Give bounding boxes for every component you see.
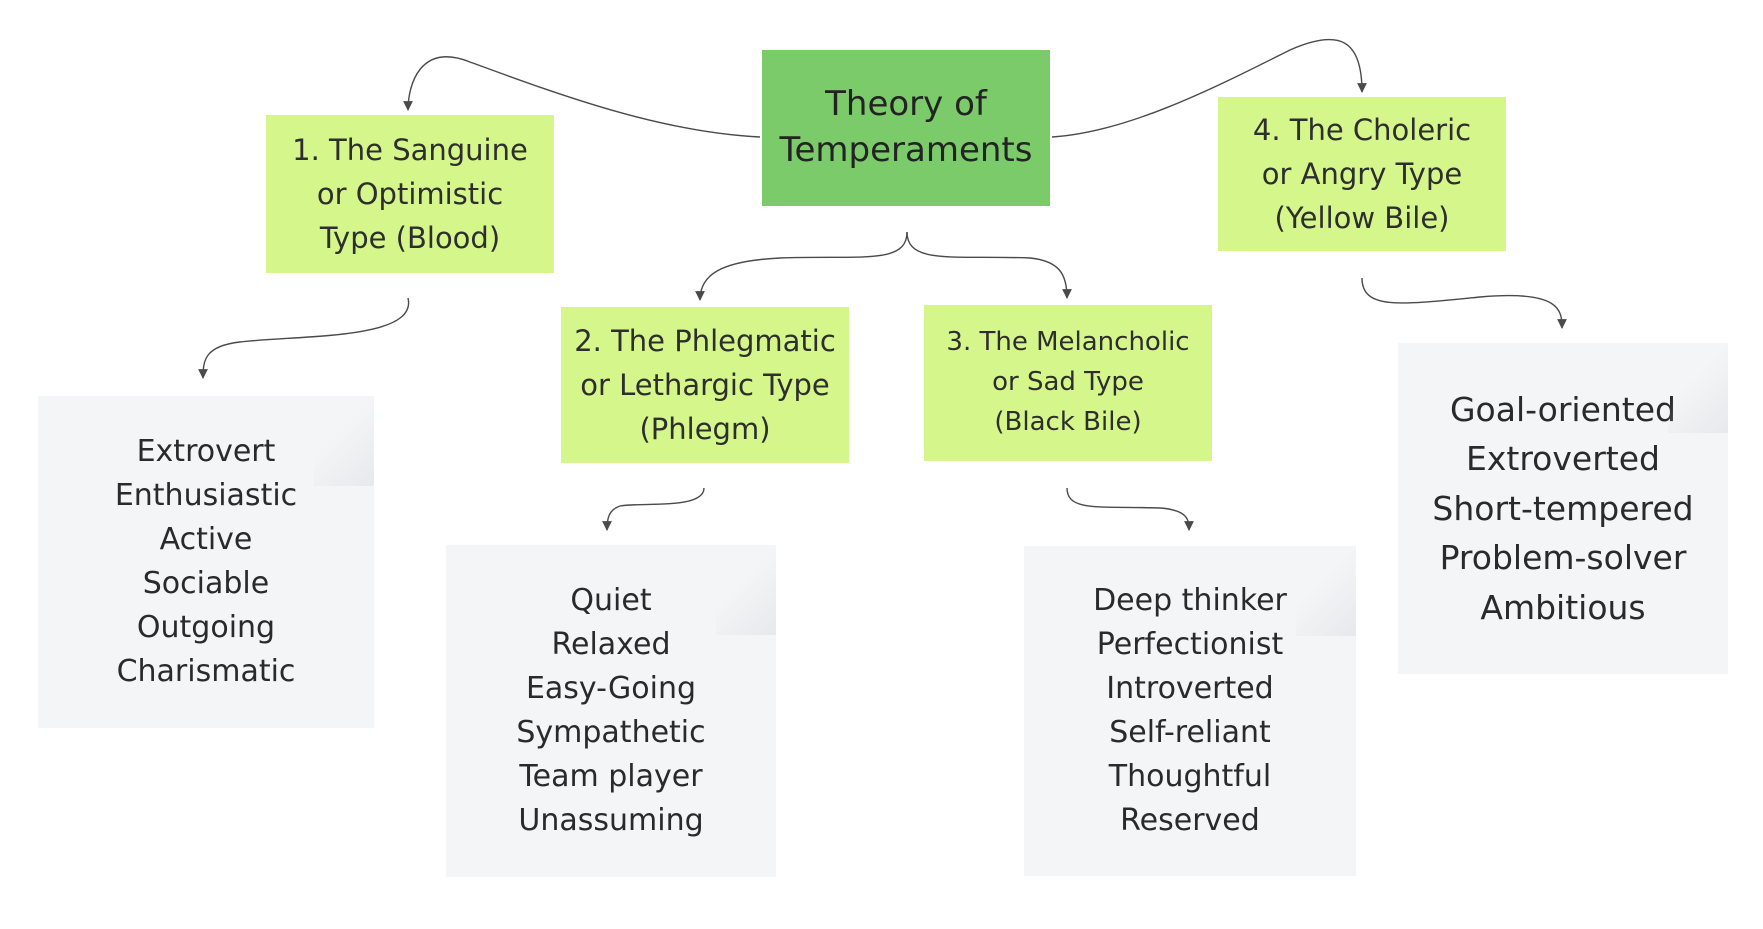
connector-center-to-melancholic	[906, 231, 1072, 299]
trait-item: Quiet	[570, 582, 652, 618]
trait-item: Thoughtful	[1108, 759, 1272, 795]
trait-item: Short-tempered	[1432, 488, 1694, 528]
page-curl-decoration	[716, 545, 776, 635]
connector-center-to-phlegmatic	[695, 231, 908, 301]
trait-item: Relaxed	[551, 626, 671, 662]
type-note-melancholic[interactable]: 3. The Melancholic or Sad Type (Black Bi…	[924, 305, 1212, 461]
connector-center-to-choleric	[1051, 38, 1367, 138]
trait-item: Deep thinker	[1093, 582, 1287, 618]
type-note-line: 4. The Choleric	[1252, 112, 1472, 147]
trait-item: Goal-oriented	[1449, 389, 1676, 429]
trait-item: Ambitious	[1480, 587, 1646, 627]
connector-sanguine-to-traits	[198, 297, 410, 379]
trait-item: Introverted	[1106, 670, 1274, 706]
traits-note-melancholic[interactable]: Deep thinker Perfectionist Introverted S…	[1024, 546, 1356, 876]
trait-item: Perfectionist	[1096, 626, 1284, 662]
trait-item: Outgoing	[136, 610, 276, 646]
trait-item: Active	[159, 521, 253, 557]
trait-item: Problem-solver	[1439, 538, 1687, 578]
traits-note-phlegmatic[interactable]: Quiet Relaxed Easy-Going Sympathetic Tea…	[446, 545, 776, 877]
trait-item: Reserved	[1120, 803, 1260, 839]
center-note-theory-of-temperaments[interactable]: Theory of Temperaments	[762, 50, 1050, 206]
page-curl-decoration	[1668, 343, 1728, 433]
type-note-line: 1. The Sanguine	[292, 132, 528, 167]
type-note-line: or Sad Type	[992, 367, 1144, 398]
trait-item: Enthusiastic	[114, 477, 298, 513]
trait-item: Extroverted	[1466, 439, 1660, 479]
trait-item: Charismatic	[116, 654, 296, 690]
connector-choleric-to-traits	[1361, 277, 1567, 329]
page-curl-decoration	[314, 396, 374, 486]
type-note-line: 3. The Melancholic	[946, 327, 1190, 358]
trait-item: Self-reliant	[1109, 715, 1271, 750]
connector-melancholic-to-traits	[1066, 487, 1194, 531]
type-note-line: or Angry Type	[1261, 156, 1463, 191]
traits-note-sanguine[interactable]: Extrovert Enthusiastic Active Sociable O…	[38, 396, 374, 728]
type-note-sanguine[interactable]: 1. The Sanguine or Optimistic Type (Bloo…	[266, 115, 554, 273]
type-note-line: 2. The Phlegmatic	[574, 323, 836, 358]
traits-note-choleric[interactable]: Goal-oriented Extroverted Short-tempered…	[1398, 343, 1728, 674]
trait-item: Extrovert	[136, 433, 276, 469]
type-note-line: (Yellow Bile)	[1274, 201, 1450, 236]
center-note-line: Theory of	[825, 84, 987, 125]
trait-item: Unassuming	[518, 803, 704, 839]
type-note-line: or Optimistic	[316, 176, 504, 211]
type-note-line: Type (Blood)	[319, 221, 501, 256]
center-note-line: Temperaments	[779, 130, 1033, 170]
trait-item: Sociable	[142, 566, 270, 601]
trait-item: Team player	[519, 759, 703, 795]
page-curl-decoration	[1296, 546, 1356, 636]
type-note-line: (Phlegm)	[639, 412, 771, 447]
trait-item: Easy-Going	[525, 670, 697, 706]
type-note-line: or Lethargic Type	[580, 367, 830, 402]
type-note-choleric[interactable]: 4. The Choleric or Angry Type (Yellow Bi…	[1218, 97, 1506, 251]
connector-phlegmatic-to-traits	[602, 487, 705, 531]
type-note-phlegmatic[interactable]: 2. The Phlegmatic or Lethargic Type (Phl…	[561, 307, 849, 463]
trait-item: Sympathetic	[516, 715, 706, 750]
type-note-line: (Black Bile)	[994, 406, 1142, 437]
connector-center-to-sanguine	[403, 56, 761, 138]
